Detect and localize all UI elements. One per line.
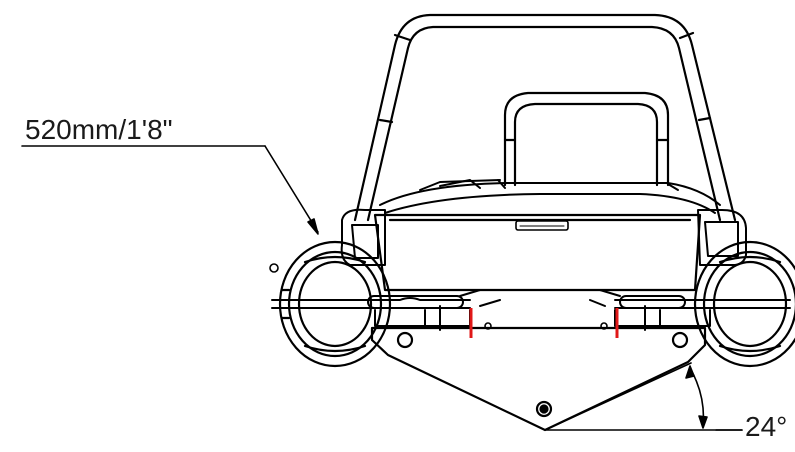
left-wheel: [269, 240, 392, 368]
width-dimension-label: 520mm/1'8": [25, 114, 173, 145]
chassis: [373, 213, 702, 292]
seat-back: [503, 91, 670, 187]
angle-dimension: [544, 362, 743, 431]
hood: [379, 179, 721, 214]
angle-dimension-label: 24°: [745, 411, 788, 442]
lower-frame: [271, 289, 791, 331]
center-markers: [469, 308, 619, 338]
width-dimension-leader: [21, 145, 319, 235]
skirt: [370, 322, 707, 432]
side-pods: [340, 208, 747, 266]
overhead-guard: [353, 13, 737, 222]
right-wheel: [693, 240, 795, 368]
